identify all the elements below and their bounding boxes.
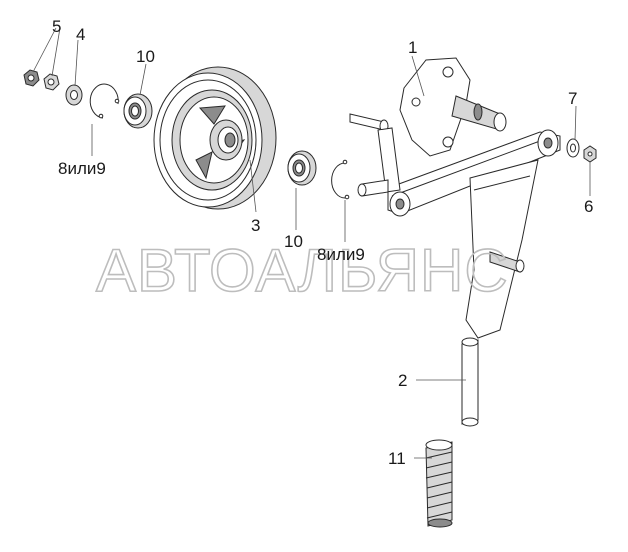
callout-10-bottom: 10 bbox=[284, 232, 303, 251]
part-10-bearing-top bbox=[123, 93, 153, 129]
part-3-pulley bbox=[153, 66, 277, 210]
part-2-rod bbox=[461, 337, 479, 427]
part-7-washer bbox=[566, 138, 580, 158]
watermark-text: АВТОАЛЬЯНС bbox=[96, 237, 509, 304]
part-5-nuts bbox=[23, 69, 60, 91]
part-11-rubber-grip bbox=[425, 439, 453, 528]
callout-1: 1 bbox=[408, 38, 417, 57]
part-1-tensioner-bracket bbox=[349, 57, 561, 339]
callout-6: 6 bbox=[584, 197, 593, 216]
part-10-bearing-bottom bbox=[287, 150, 317, 186]
callout-3: 3 bbox=[251, 216, 260, 235]
part-8or9-retaining-ring-right bbox=[331, 159, 350, 200]
callout-8or9-right: 8или9 bbox=[317, 245, 365, 264]
callout-labels: 5 4 10 8или9 3 10 8или9 1 7 6 2 11 bbox=[52, 17, 593, 468]
callout-10-top: 10 bbox=[136, 47, 155, 66]
callout-4: 4 bbox=[76, 25, 85, 44]
callout-8or9-left: 8или9 bbox=[58, 159, 106, 178]
callout-2: 2 bbox=[398, 371, 407, 390]
part-8or9-retaining-ring-left bbox=[89, 83, 120, 119]
leader-lines bbox=[32, 27, 591, 459]
callout-11: 11 bbox=[388, 449, 406, 468]
callout-5: 5 bbox=[52, 17, 61, 36]
callout-7: 7 bbox=[568, 89, 577, 108]
part-4-washer bbox=[65, 84, 83, 106]
part-6-nut bbox=[583, 145, 597, 163]
